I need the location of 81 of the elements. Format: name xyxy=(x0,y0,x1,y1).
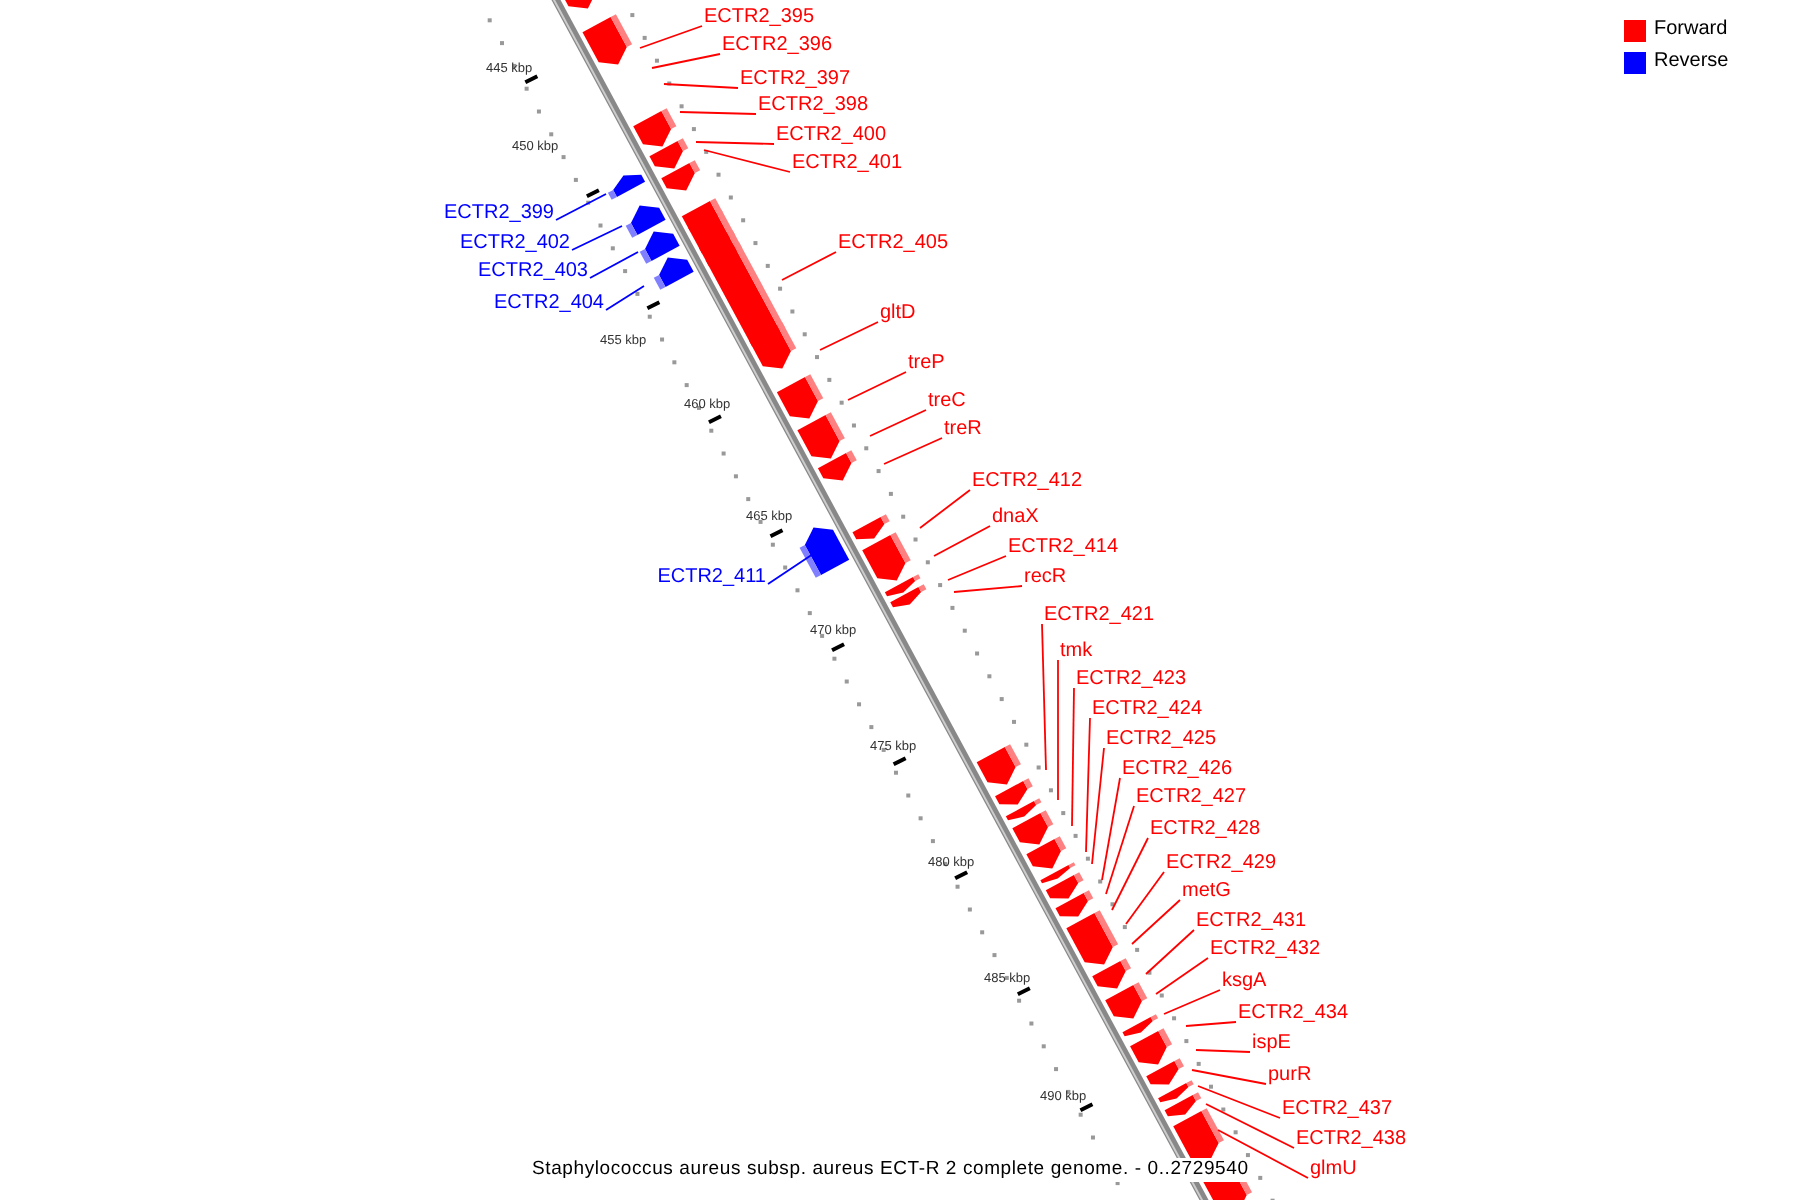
leader-line xyxy=(1105,805,1135,895)
leader-line xyxy=(847,371,907,401)
leader-line xyxy=(1125,871,1165,925)
leader-line xyxy=(1091,747,1105,865)
leader-line xyxy=(1057,659,1059,801)
gene-label: gltD xyxy=(880,302,916,326)
gene-label: metG xyxy=(1182,880,1231,904)
gene-label: treR xyxy=(944,418,982,442)
gene-label: ECTR2_424 xyxy=(1092,698,1203,722)
leader-line xyxy=(953,585,1023,593)
gene-label: ECTR2_432 xyxy=(1210,938,1321,962)
caption: Staphylococcus aureus subsp. aureus ECT-R 2 complete genome. - 0..2729540 xyxy=(532,1158,1249,1182)
legend-label: Forward xyxy=(1654,18,1728,42)
gene-label: ECTR2_403 xyxy=(477,260,588,284)
leader-line xyxy=(605,285,645,311)
gene-label: ECTR2_434 xyxy=(1238,1002,1349,1026)
leader-line xyxy=(819,321,879,351)
leader-line xyxy=(1185,1021,1237,1027)
leader-line xyxy=(589,251,639,279)
gene-label: ECTR2_426 xyxy=(1122,758,1233,782)
gene-label: recR xyxy=(1024,566,1067,590)
gene-label: ECTR2_437 xyxy=(1282,1098,1393,1122)
gene-label: ECTR2_414 xyxy=(1008,536,1119,560)
gene-label: ECTR2_404 xyxy=(493,292,604,316)
gene-label: ECTR2_421 xyxy=(1044,604,1155,628)
leader-line xyxy=(703,149,791,173)
leader-line xyxy=(695,141,775,145)
leader-line xyxy=(571,225,623,251)
leader-line xyxy=(1217,1129,1309,1179)
gene-label: ECTR2_400 xyxy=(776,124,887,148)
leader-line xyxy=(947,555,1007,581)
leader-line xyxy=(919,489,971,529)
leader-line xyxy=(869,409,927,437)
gene-label: purR xyxy=(1268,1064,1312,1088)
leader-line xyxy=(1191,1069,1267,1085)
gene-label: ECTR2_428 xyxy=(1150,818,1261,842)
leader-line xyxy=(1071,687,1075,827)
leader-line xyxy=(933,525,991,557)
gene-label: ECTR2_423 xyxy=(1076,668,1187,692)
legend-label: Reverse xyxy=(1654,50,1729,74)
leader-line xyxy=(883,437,943,465)
gene-label: ECTR2_425 xyxy=(1106,728,1217,752)
leader-line xyxy=(679,111,757,115)
leader-line xyxy=(1101,777,1121,881)
gene-label: ECTR2_402 xyxy=(459,232,570,256)
leader-line xyxy=(651,53,721,69)
leader-line xyxy=(1041,623,1047,771)
gene-label: ECTR2_405 xyxy=(838,232,949,256)
leader-line xyxy=(1111,837,1149,911)
gene-label: ECTR2_399 xyxy=(443,202,554,226)
gene-label: ECTR2_429 xyxy=(1166,852,1277,876)
leader-line xyxy=(639,25,703,49)
gene-label: tmk xyxy=(1060,640,1093,664)
gene-label: ECTR2_395 xyxy=(704,6,815,30)
leader-line xyxy=(1145,929,1195,975)
leader-line xyxy=(781,251,837,281)
leader-line xyxy=(555,193,607,221)
gene-label: ECTR2_427 xyxy=(1136,786,1247,810)
gene-label: ECTR2_398 xyxy=(758,94,869,118)
gene-label: ECTR2_438 xyxy=(1296,1128,1407,1152)
gene-label: ECTR2_431 xyxy=(1196,910,1307,934)
leader-line xyxy=(1205,1103,1295,1149)
leader-line xyxy=(1131,899,1181,945)
leader-line xyxy=(1163,989,1221,1015)
gene-label: treC xyxy=(928,390,966,414)
gene-label: ispE xyxy=(1252,1032,1291,1056)
gene-label: ksgA xyxy=(1222,970,1267,994)
gene-label: ECTR2_401 xyxy=(792,152,903,176)
gene-label: treP xyxy=(908,352,945,376)
gene-label: dnaX xyxy=(992,506,1039,530)
gene-label: glmU xyxy=(1310,1158,1357,1182)
leader-line xyxy=(1155,957,1209,995)
leader-line xyxy=(1197,1085,1281,1119)
leader-line xyxy=(1085,717,1091,853)
gene-label: ECTR2_412 xyxy=(972,470,1083,494)
leader-line xyxy=(767,551,817,585)
leader-line xyxy=(1195,1049,1251,1053)
leader-line xyxy=(663,83,739,89)
gene-label: ECTR2_411 xyxy=(657,566,766,590)
gene-label: ECTR2_396 xyxy=(722,34,833,58)
gene-label: ECTR2_397 xyxy=(740,68,851,92)
